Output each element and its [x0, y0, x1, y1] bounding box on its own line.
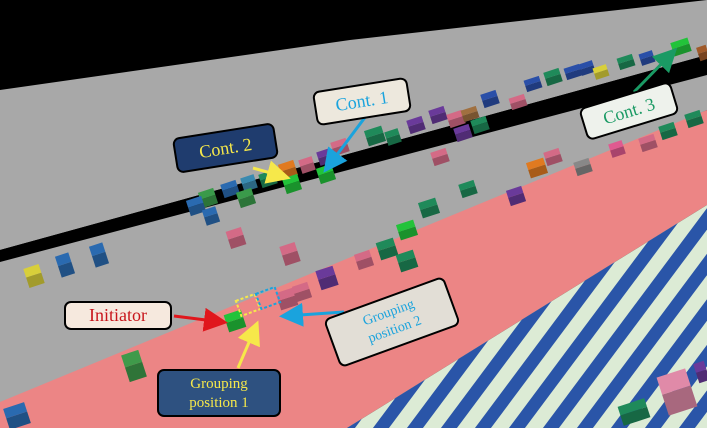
- vehicle: [201, 206, 221, 226]
- cont2-arrow: [252, 160, 291, 184]
- grouping-position-2-arrow: [279, 302, 345, 327]
- vehicle: [235, 187, 257, 209]
- cont1-arrow: [323, 115, 368, 173]
- grouping-position-1-arrow: [236, 320, 260, 369]
- vehicle: [608, 140, 626, 158]
- vehicle: [240, 174, 258, 192]
- vehicle: [363, 125, 387, 147]
- vehicle: [353, 249, 375, 271]
- grouping-position-1-label: Grouping position 1: [157, 369, 281, 417]
- vehicle: [88, 242, 110, 268]
- vehicle: [453, 123, 473, 143]
- vehicle: [470, 115, 490, 135]
- vehicle: [543, 147, 563, 167]
- sidewalk: [0, 110, 707, 428]
- crosswalk-stripe: [602, 205, 707, 428]
- vehicle: [505, 185, 527, 207]
- vehicle: [375, 237, 399, 261]
- vehicle: [298, 156, 316, 174]
- road-far: [0, 0, 707, 250]
- vehicle: [693, 360, 707, 384]
- vehicle: [225, 226, 247, 250]
- vehicle: [23, 264, 45, 288]
- vehicle: [197, 187, 219, 209]
- vehicle: [406, 115, 426, 135]
- vehicle: [616, 53, 636, 71]
- vehicle: [563, 63, 583, 81]
- vehicle: [543, 67, 563, 87]
- vehicle: [638, 133, 658, 153]
- vehicle: [638, 50, 656, 66]
- vehicle: [395, 219, 419, 241]
- crosswalk-stripe: [636, 205, 707, 428]
- vehicles: [3, 37, 707, 428]
- vehicle: [523, 75, 543, 93]
- vehicle: [220, 179, 240, 199]
- vehicle: [617, 398, 651, 426]
- vehicle: [684, 109, 704, 129]
- vehicle: [592, 64, 610, 80]
- vehicle: [573, 157, 593, 177]
- median: [0, 55, 707, 262]
- cont3-arrow: [632, 47, 678, 94]
- vehicle: [395, 249, 419, 273]
- vehicle: [480, 89, 500, 109]
- vehicle: [384, 128, 402, 146]
- vehicle: [656, 368, 698, 416]
- crosswalk-stripe: [500, 205, 707, 428]
- vehicle: [315, 265, 339, 291]
- vehicle: [460, 105, 480, 123]
- vehicle: [3, 402, 31, 428]
- vehicle: [508, 93, 528, 111]
- vehicle: [578, 60, 596, 76]
- initiator-label: Initiator: [64, 301, 172, 330]
- grouping-position-2-box: [254, 285, 282, 311]
- vehicle: [185, 195, 207, 217]
- vehicle: [279, 242, 301, 266]
- initiator-arrow: [173, 307, 228, 332]
- vehicle: [525, 157, 549, 179]
- vehicle: [417, 197, 441, 219]
- grouping-position-1-box: [234, 292, 262, 318]
- vehicle: [446, 109, 466, 129]
- vehicle: [430, 147, 450, 167]
- vehicle: [121, 349, 147, 383]
- vehicle: [54, 252, 76, 278]
- vehicle: [291, 281, 313, 303]
- crosswalk-stripe: [568, 205, 707, 428]
- crosswalk-stripe: [534, 205, 707, 428]
- vehicle: [428, 105, 448, 125]
- vehicle: [458, 179, 478, 199]
- vehicle: [658, 121, 678, 141]
